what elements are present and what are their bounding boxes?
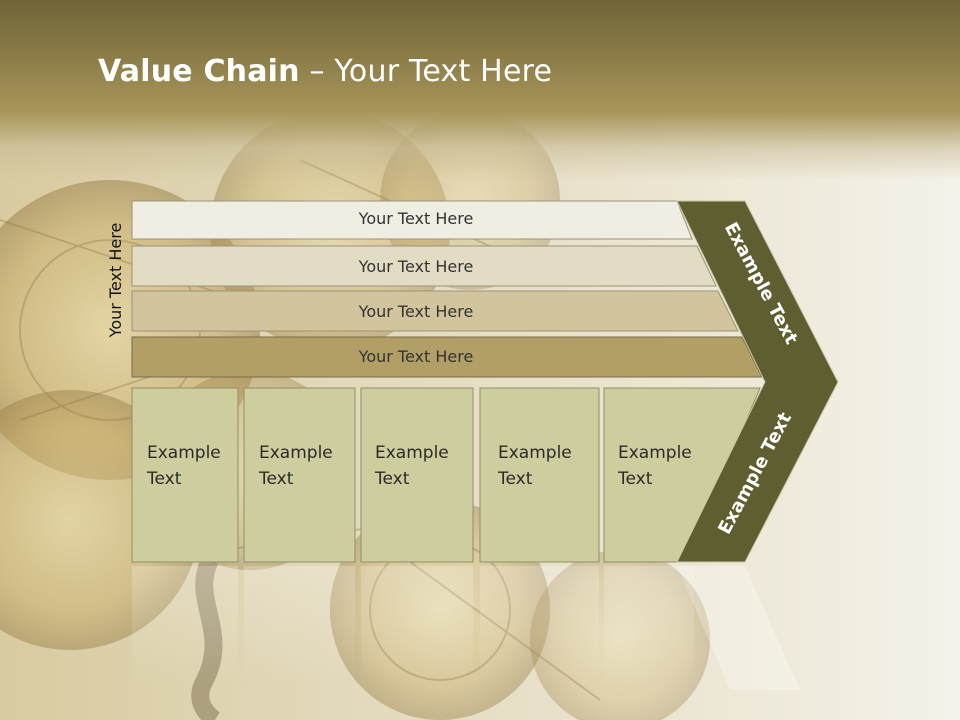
page-title: Value Chain – Your Text Here xyxy=(98,54,552,89)
title-bold: Value Chain xyxy=(98,54,300,89)
primary-box-5-line2: Text xyxy=(617,469,653,489)
primary-box-3 xyxy=(360,387,474,563)
side-label: Your Text Here xyxy=(106,223,125,339)
primary-box-4-line1: Example xyxy=(498,443,572,463)
side-label-text: Your Text Here xyxy=(106,223,125,339)
primary-box-1 xyxy=(131,387,239,563)
support-row-2 xyxy=(131,245,717,287)
support-row-3 xyxy=(131,290,739,332)
support-row-3-label: Your Text Here xyxy=(358,302,474,321)
primary-box-2-line2: Text xyxy=(258,469,294,489)
primary-boxes: Example Text Example Text Example Text E… xyxy=(131,387,761,563)
primary-box-1-line1: Example xyxy=(147,443,221,463)
primary-box-2-line1: Example xyxy=(259,443,333,463)
support-row-4-label: Your Text Here xyxy=(358,347,474,366)
header-band xyxy=(0,0,960,180)
support-row-2-label: Your Text Here xyxy=(358,257,474,276)
support-row-4 xyxy=(131,336,763,378)
primary-box-2 xyxy=(243,387,356,563)
margin-chevron-shape xyxy=(676,200,839,563)
primary-box-3-line2: Text xyxy=(374,469,410,489)
support-row-1 xyxy=(131,200,693,240)
support-rows: Your Text Here Your Text Here Your Text … xyxy=(131,200,763,378)
support-row-1-label: Your Text Here xyxy=(358,209,474,228)
diagram-reflection xyxy=(132,566,800,690)
primary-box-4 xyxy=(479,387,600,563)
primary-box-4-line2: Text xyxy=(497,469,533,489)
primary-box-1-line2: Text xyxy=(146,469,182,489)
primary-box-5-line1: Example xyxy=(618,443,692,463)
primary-box-3-line1: Example xyxy=(375,443,449,463)
title-rest: – Your Text Here xyxy=(299,54,553,89)
